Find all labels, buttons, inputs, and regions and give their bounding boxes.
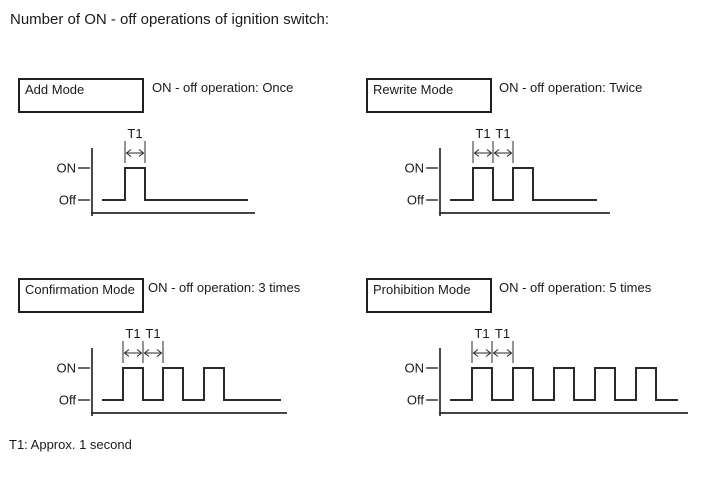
arrowhead-right-icon xyxy=(485,349,492,357)
arrowhead-right-icon xyxy=(506,349,513,357)
arrowhead-right-icon xyxy=(156,349,163,357)
t1-footnote: T1: Approx. 1 second xyxy=(9,437,132,452)
mode-box-rewrite: Rewrite Mode xyxy=(366,78,492,113)
arrowhead-right-icon xyxy=(136,349,143,357)
arrowhead-right-icon xyxy=(486,149,493,157)
off-label: Off xyxy=(59,393,76,408)
t1-label: T1 xyxy=(125,326,140,341)
t1-label: T1 xyxy=(495,326,510,341)
waveform-prohibition-mode: ON Off T1 T1 xyxy=(405,326,688,416)
t1-label: T1 xyxy=(474,326,489,341)
mode-box-add: Add Mode xyxy=(18,78,144,113)
arrowhead-left-icon xyxy=(472,349,479,357)
on-label: ON xyxy=(57,361,77,376)
waveform-line xyxy=(102,367,281,401)
mode-label: Confirmation Mode xyxy=(25,282,135,297)
t1-label: T1 xyxy=(475,126,490,141)
t1-label: T1 xyxy=(145,326,160,341)
operation-count-text: ON - off operation: 5 times xyxy=(499,280,652,295)
arrowhead-right-icon xyxy=(138,149,145,157)
waveform-add-mode: ON Off T1 xyxy=(57,126,255,216)
operation-count-text: ON - off operation: 3 times xyxy=(148,280,301,295)
arrowhead-left-icon xyxy=(123,349,130,357)
arrowhead-left-icon xyxy=(143,349,150,357)
page-title: Number of ON - off operations of ignitio… xyxy=(10,11,330,28)
on-label: ON xyxy=(57,161,77,176)
arrowhead-left-icon xyxy=(492,349,499,357)
mode-label: Prohibition Mode xyxy=(373,282,471,297)
waveform-line xyxy=(450,367,678,401)
arrowhead-right-icon xyxy=(506,149,513,157)
mode-box-confirmation: Confirmation Mode xyxy=(18,278,144,313)
mode-box-prohibition: Prohibition Mode xyxy=(366,278,492,313)
off-label: Off xyxy=(59,193,76,208)
arrowhead-left-icon xyxy=(125,149,132,157)
operation-count-text: ON - off operation: Twice xyxy=(499,80,643,95)
on-label: ON xyxy=(405,161,425,176)
on-label: ON xyxy=(405,361,425,376)
t1-label: T1 xyxy=(495,126,510,141)
operation-count-text: ON - off operation: Once xyxy=(152,80,294,95)
waveform-line xyxy=(102,167,248,201)
waveform-confirmation-mode: ON Off T1 T1 xyxy=(57,326,287,416)
arrowhead-left-icon xyxy=(493,149,500,157)
mode-label: Rewrite Mode xyxy=(373,82,454,97)
off-label: Off xyxy=(407,193,424,208)
arrowhead-left-icon xyxy=(473,149,480,157)
waveform-rewrite-mode: ON Off T1 T1 xyxy=(405,126,610,216)
waveform-line xyxy=(450,167,597,201)
t1-label: T1 xyxy=(127,126,142,141)
mode-label: Add Mode xyxy=(25,82,85,97)
off-label: Off xyxy=(407,393,424,408)
